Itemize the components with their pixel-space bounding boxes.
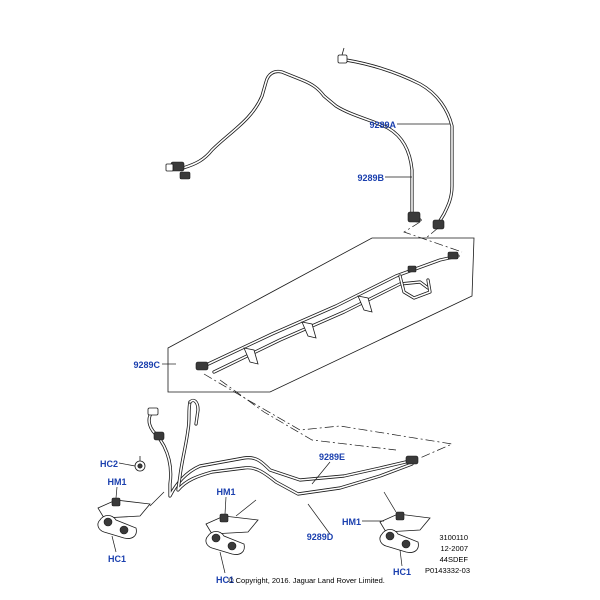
label-9289a: 9289A xyxy=(369,120,396,130)
copyright-notice: © Copyright, 2016. Jaguar Land Rover Lim… xyxy=(228,576,385,585)
label-hm1-middle: HM1 xyxy=(216,487,235,497)
pipe-9289e-fittings xyxy=(147,407,419,465)
drawing-reference: P0143332-03 xyxy=(425,566,470,575)
drawing-code: 3100110 xyxy=(439,533,468,542)
label-hm1-left: HM1 xyxy=(107,477,126,487)
pipe-9289b-end-fitting xyxy=(165,161,191,180)
hc2-clip-part xyxy=(134,456,146,472)
pipe-9289a-connector xyxy=(432,219,445,230)
pipe-9289b xyxy=(165,69,422,223)
label-9289b: 9289B xyxy=(357,173,384,183)
clip-assembly-right xyxy=(379,511,431,553)
label-9289d: 9289D xyxy=(307,532,334,542)
drawing-date: 12-2007 xyxy=(440,544,468,553)
label-hc1-right: HC1 xyxy=(393,567,411,577)
label-9289e: 9289E xyxy=(319,452,345,462)
label-hm1-right: HM1 xyxy=(342,517,361,527)
pipe-9289e xyxy=(147,398,419,498)
clip-assembly-left xyxy=(97,497,151,539)
pipe-9289b-connector xyxy=(407,211,421,223)
clip-assembly-middle xyxy=(205,513,259,555)
drawing-model: 44SDEF xyxy=(440,555,469,564)
label-hc2: HC2 xyxy=(100,459,118,469)
leader-lines xyxy=(111,123,450,574)
detail-box-9289c xyxy=(167,221,475,393)
label-9289c: 9289C xyxy=(133,360,160,370)
label-hc1-middle: HC1 xyxy=(216,575,234,585)
pipe-9289a-end-fitting xyxy=(337,47,348,64)
pipe-9289c xyxy=(195,251,460,374)
label-hc1-left: HC1 xyxy=(108,554,126,564)
pipe-9289c-clips xyxy=(195,251,459,371)
pipe-9289a xyxy=(337,47,454,230)
